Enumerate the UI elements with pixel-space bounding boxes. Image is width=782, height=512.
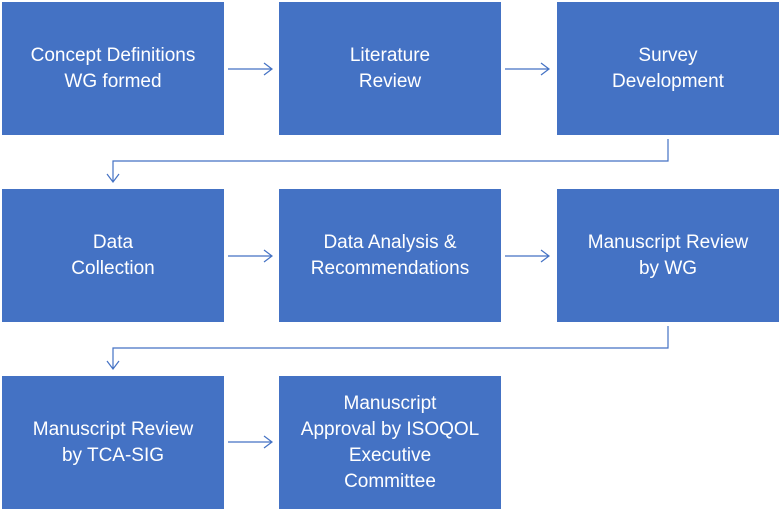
- step-label-line: Literature: [349, 44, 431, 66]
- elbow-arrow-icon: [106, 326, 669, 370]
- arrow-right-icon: [505, 62, 550, 76]
- step-label-line: by TCA-SIG: [61, 444, 165, 466]
- arrow-right-icon: [228, 435, 273, 449]
- step-concept-definitions: Concept Definitions WG formed: [2, 2, 224, 135]
- arrow-right-icon: [228, 62, 273, 76]
- step-label-line: Development: [612, 70, 724, 92]
- step-data-collection: Data Collection: [2, 189, 224, 322]
- step-label-line: Manuscript Review: [587, 231, 749, 253]
- step-label-line: Review: [358, 70, 422, 92]
- step-label-line: by WG: [638, 257, 698, 279]
- step-survey-development: Survey Development: [557, 2, 779, 135]
- arrow-right-icon: [505, 249, 550, 263]
- step-label-line: WG formed: [64, 70, 162, 92]
- step-data-analysis: Data Analysis & Recommendations: [279, 189, 501, 322]
- step-label-line: Approval by ISOQOL: [300, 418, 480, 440]
- step-manuscript-review-tca-sig: Manuscript Review by TCA-SIG: [2, 376, 224, 509]
- step-label-line: Collection: [71, 257, 155, 279]
- arrow-right-icon: [228, 249, 273, 263]
- step-label-line: Committee: [344, 470, 436, 492]
- step-label-line: Concept Definitions: [30, 44, 196, 66]
- step-label-line: Manuscript: [343, 392, 437, 414]
- step-label-line: Data Analysis &: [323, 231, 457, 253]
- step-manuscript-approval: Manuscript Approval by ISOQOL Executive …: [279, 376, 501, 509]
- step-label-line: Executive: [348, 444, 432, 466]
- step-label-line: Recommendations: [310, 257, 470, 279]
- elbow-arrow-icon: [106, 139, 669, 183]
- step-label-line: Manuscript Review: [32, 418, 194, 440]
- step-manuscript-review-wg: Manuscript Review by WG: [557, 189, 779, 322]
- step-label-line: Survey: [638, 44, 698, 66]
- step-label-line: Data: [92, 231, 134, 253]
- step-literature-review: Literature Review: [279, 2, 501, 135]
